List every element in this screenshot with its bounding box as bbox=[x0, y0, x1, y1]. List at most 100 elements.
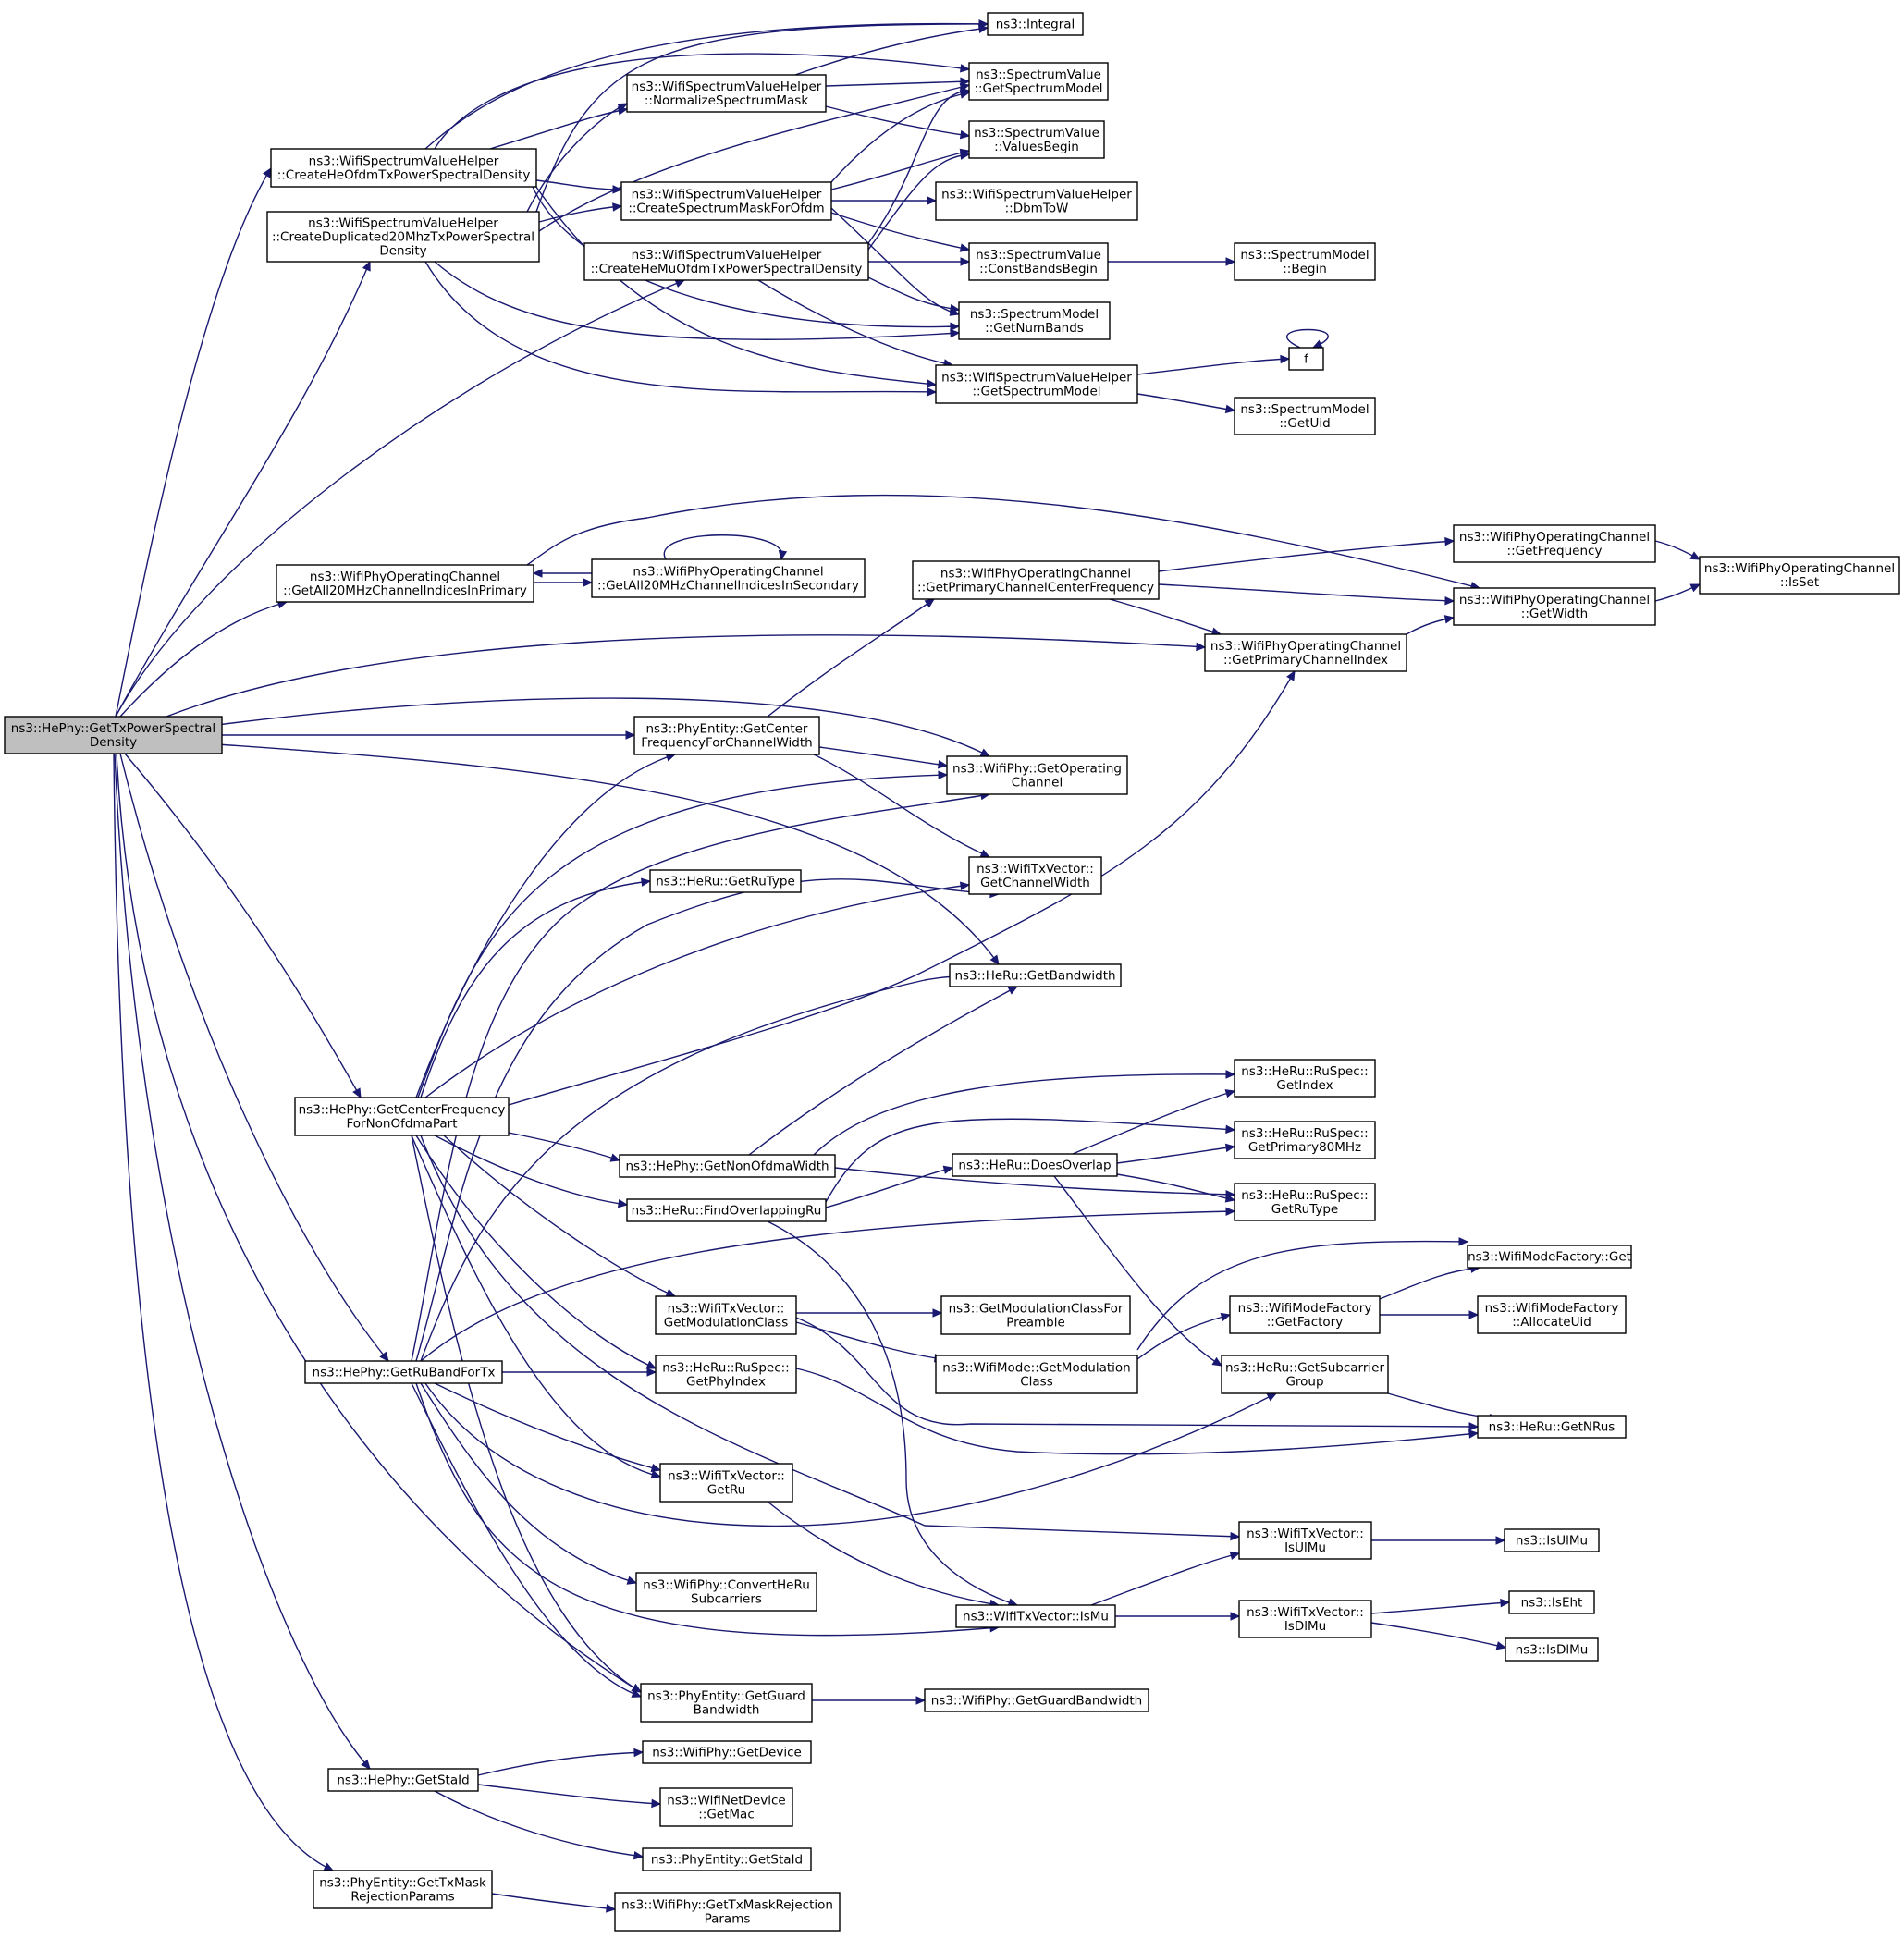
call-edge-txvIsDlMu-to-isDlMu bbox=[1370, 1622, 1506, 1649]
edge-arrowhead bbox=[1266, 1392, 1278, 1402]
node-box bbox=[924, 1688, 1149, 1712]
node-label-line: ns3::WifiPhyOperatingChannel bbox=[310, 570, 500, 584]
node-label-line: GetPrimary80MHz bbox=[1248, 1140, 1361, 1155]
call-edge-hpRuBandForTx-to-txvGetRu bbox=[434, 1382, 661, 1471]
node-dbmToW[interactable]: ns3::WifiSpectrumValueHelper::DbmToW bbox=[935, 181, 1138, 221]
node-label-line: ns3::PhyEntity::GetGuard bbox=[647, 1689, 805, 1704]
node-createHeMu[interactable]: ns3::WifiSpectrumValueHelper::CreateHeMu… bbox=[583, 242, 869, 281]
node-txvIsDlMu[interactable]: ns3::WifiTxVector::IsDlMu bbox=[1238, 1600, 1372, 1638]
node-label-line: ns3::HeRu::GetSubcarrier bbox=[1225, 1361, 1385, 1376]
node-label-line: ns3::WifiTxVector::IsMu bbox=[963, 1610, 1109, 1625]
edge-arrowhead bbox=[959, 129, 971, 140]
node-createMaskOfdm[interactable]: ns3::WifiSpectrumValueHelper::CreateSpec… bbox=[620, 181, 832, 221]
node-normalizeMask[interactable]: ns3::WifiSpectrumValueHelper::NormalizeS… bbox=[626, 74, 827, 113]
node-label-line: ns3::HePhy::GetCenterFrequency bbox=[299, 1103, 506, 1118]
call-edge-root-to-all20Primary bbox=[119, 601, 288, 718]
node-f[interactable]: f bbox=[1288, 347, 1324, 371]
node-peGetStaId[interactable]: ns3::PhyEntity::GetStaId bbox=[642, 1847, 812, 1871]
node-createHeOfdm[interactable]: ns3::WifiSpectrumValueHelper::CreateHeOf… bbox=[270, 148, 537, 188]
node-rsGetIndex[interactable]: ns3::HeRu::RuSpec::GetIndex bbox=[1234, 1059, 1376, 1098]
call-edge-hpCenterFreqNonOfdma-to-txvGetRu bbox=[411, 1135, 661, 1478]
node-box bbox=[940, 1295, 1131, 1335]
node-label-line: ::CreateDuplicated20MhzTxPowerSpectral bbox=[272, 230, 534, 245]
node-isUlMu[interactable]: ns3::IsUlMu bbox=[1504, 1528, 1600, 1552]
call-edge-all20Primary-to-opGetWidth bbox=[526, 494, 1480, 589]
node-txvIsMu[interactable]: ns3::WifiTxVector::IsMu bbox=[955, 1604, 1116, 1628]
node-wmfGet[interactable]: ns3::WifiModeFactory::Get bbox=[1467, 1245, 1632, 1269]
node-rsGetPhyIndex[interactable]: ns3::HeRu::RuSpec::GetPhyIndex bbox=[655, 1355, 797, 1394]
edge-arrowhead bbox=[352, 1087, 362, 1099]
node-all20Primary[interactable]: ns3::WifiPhyOperatingChannel::GetAll20MH… bbox=[276, 564, 534, 603]
node-heruDoesOverlap[interactable]: ns3::HeRu::DoesOverlap bbox=[952, 1153, 1118, 1177]
node-isEht[interactable]: ns3::IsEht bbox=[1508, 1590, 1595, 1614]
node-heruFindOverlapping[interactable]: ns3::HeRu::FindOverlappingRu bbox=[626, 1198, 827, 1222]
call-edge-peCenterFreq-to-primaryCenterFreq bbox=[767, 598, 935, 718]
node-primaryChannelIndex[interactable]: ns3::WifiPhyOperatingChannel::GetPrimary… bbox=[1204, 633, 1407, 672]
node-label-line: ns3::WifiSpectrumValueHelper bbox=[308, 216, 498, 231]
edge-arrowhead bbox=[617, 103, 629, 112]
node-smNumBands[interactable]: ns3::SpectrumModel::GetNumBands bbox=[958, 301, 1111, 340]
node-primaryCenterFreq[interactable]: ns3::WifiPhyOperatingChannel::GetPrimary… bbox=[912, 560, 1160, 600]
node-hpGetStaId[interactable]: ns3::HePhy::GetStaId bbox=[327, 1768, 479, 1792]
node-label-line: ns3::WifiTxVector:: bbox=[668, 1469, 785, 1484]
node-wmfGetFactory[interactable]: ns3::WifiModeFactory::GetFactory bbox=[1229, 1295, 1381, 1334]
node-isDlMu[interactable]: ns3::IsDlMu bbox=[1505, 1637, 1599, 1662]
node-rsGetPrimary80[interactable]: ns3::HeRu::RuSpec::GetPrimary80MHz bbox=[1234, 1121, 1376, 1159]
node-wndGetMac[interactable]: ns3::WifiNetDevice::GetMac bbox=[659, 1787, 793, 1827]
node-wpGuardBandwidth[interactable]: ns3::WifiPhy::GetGuardBandwidth bbox=[924, 1688, 1149, 1712]
node-rsGetRuType[interactable]: ns3::HeRu::RuSpec::GetRuType bbox=[1234, 1183, 1376, 1221]
node-integral[interactable]: ns3::Integral bbox=[987, 12, 1084, 36]
node-hpNonOfdmaWidth[interactable]: ns3::HePhy::GetNonOfdmaWidth bbox=[619, 1154, 836, 1178]
node-label-line: ns3::WifiPhy::GetOperating bbox=[952, 762, 1122, 777]
node-peCenterFreq[interactable]: ns3::PhyEntity::GetCenterFrequencyForCha… bbox=[633, 716, 820, 755]
node-label-line: Group bbox=[1285, 1375, 1323, 1390]
node-wpGetDevice[interactable]: ns3::WifiPhy::GetDevice bbox=[642, 1740, 812, 1764]
call-edge-createDup20-to-smNumBands bbox=[434, 261, 960, 340]
node-wmfAllocateUid[interactable]: ns3::WifiModeFactory::AllocateUid bbox=[1477, 1295, 1627, 1334]
node-heruGetNRus[interactable]: ns3::HeRu::GetNRus bbox=[1477, 1415, 1627, 1439]
call-edge-hpRuBandForTx-to-rsGetRuType bbox=[420, 1210, 1235, 1362]
node-label-line: ::AllocateUid bbox=[1512, 1315, 1591, 1330]
node-label-line: Preamble bbox=[1006, 1316, 1065, 1331]
node-txvGetRu[interactable]: ns3::WifiTxVector::GetRu bbox=[659, 1463, 793, 1503]
node-hpCenterFreqNonOfdma[interactable]: ns3::HePhy::GetCenterFrequencyForNonOfdm… bbox=[294, 1097, 510, 1136]
node-heruGetRuType[interactable]: ns3::HeRu::GetRuType bbox=[649, 869, 802, 893]
node-txvChannelWidth[interactable]: ns3::WifiTxVector::GetChannelWidth bbox=[968, 856, 1102, 895]
node-createDup20[interactable]: ns3::WifiSpectrumValueHelper::CreateDupl… bbox=[266, 211, 540, 263]
node-box bbox=[4, 716, 223, 754]
node-peGuardBandwidth[interactable]: ns3::PhyEntity::GetGuardBandwidth bbox=[640, 1683, 813, 1723]
node-opIsSet[interactable]: ns3::WifiPhyOperatingChannel::IsSet bbox=[1699, 556, 1900, 595]
node-txvIsUlMu[interactable]: ns3::WifiTxVector::IsUlMu bbox=[1238, 1521, 1372, 1560]
edge-arrowhead bbox=[379, 1351, 389, 1362]
call-edge-hpCenterFreqNonOfdma-to-wpGetOpChannel bbox=[417, 774, 948, 1098]
edge-arrowhead bbox=[960, 257, 971, 266]
node-label-line: ns3::HeRu::GetBandwidth bbox=[954, 969, 1115, 984]
node-label-line: ns3::WifiPhy::GetTxMaskRejection bbox=[621, 1898, 833, 1913]
node-opGetWidth[interactable]: ns3::WifiPhyOperatingChannel::GetWidth bbox=[1453, 587, 1656, 626]
call-edge-createDup20-to-wsvhGetModel bbox=[424, 261, 937, 393]
node-label-line: ns3::HePhy::GetStaId bbox=[337, 1773, 469, 1788]
node-smBegin[interactable]: ns3::SpectrumModel::Begin bbox=[1234, 242, 1376, 281]
node-wsvhGetModel[interactable]: ns3::WifiSpectrumValueHelper::GetSpectru… bbox=[935, 364, 1138, 404]
call-edge-root-to-hpCenterFreqNonOfdma bbox=[124, 753, 362, 1098]
node-label-line: ::Begin bbox=[1283, 262, 1327, 276]
node-svConstBands[interactable]: ns3::SpectrumValue::ConstBandsBegin bbox=[968, 242, 1109, 281]
node-smGetUid[interactable]: ns3::SpectrumModel::GetUid bbox=[1234, 397, 1376, 435]
node-svValuesBegin[interactable]: ns3::SpectrumValue::ValuesBegin bbox=[968, 120, 1105, 159]
node-heruGetBandwidth[interactable]: ns3::HeRu::GetBandwidth bbox=[949, 963, 1122, 987]
edge-arrowhead bbox=[1495, 1536, 1506, 1545]
node-hpRuBandForTx[interactable]: ns3::HePhy::GetRuBandForTx bbox=[304, 1360, 503, 1384]
edge-arrowhead bbox=[1458, 1237, 1469, 1246]
node-all20Secondary[interactable]: ns3::WifiPhyOperatingChannel::GetAll20MH… bbox=[591, 558, 866, 598]
node-wmGetModClass[interactable]: ns3::WifiMode::GetModulationClass bbox=[935, 1355, 1138, 1394]
node-opGetFrequency[interactable]: ns3::WifiPhyOperatingChannel::GetFrequen… bbox=[1453, 524, 1656, 563]
node-svGetModel[interactable]: ns3::SpectrumValue::GetSpectrumModel bbox=[968, 62, 1109, 101]
node-txvModClass[interactable]: ns3::WifiTxVector::GetModulationClass bbox=[655, 1295, 797, 1335]
